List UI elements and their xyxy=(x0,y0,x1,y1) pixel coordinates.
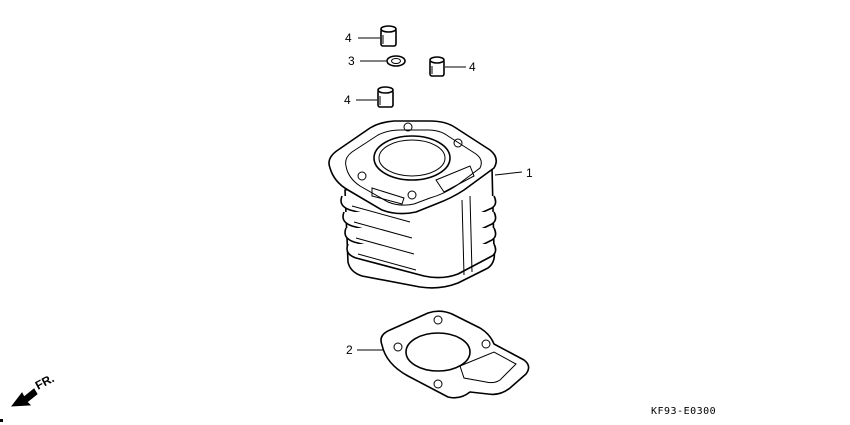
cylinder-block xyxy=(328,120,498,289)
callout-dowel-pin-lower: 4 xyxy=(344,93,351,107)
diagram-code: KF93-E0300 xyxy=(651,406,716,417)
dowel-pin-top xyxy=(380,25,397,47)
o-ring xyxy=(386,55,406,67)
front-indicator-label: FR. xyxy=(33,371,57,392)
callout-gasket: 2 xyxy=(346,343,353,357)
callout-dowel-pin-right: 4 xyxy=(469,60,476,74)
callout-o-ring: 3 xyxy=(348,54,355,68)
leader-line-cylinder xyxy=(494,171,523,176)
corner-mark xyxy=(0,419,3,422)
cylinder-base-gasket xyxy=(380,310,530,399)
front-direction-arrow: FR. xyxy=(10,371,57,407)
callout-dowel-pin-top: 4 xyxy=(345,31,352,45)
dowel-pin-right xyxy=(429,56,445,77)
dowel-pin-lower xyxy=(377,86,394,108)
callout-cylinder: 1 xyxy=(526,166,533,180)
